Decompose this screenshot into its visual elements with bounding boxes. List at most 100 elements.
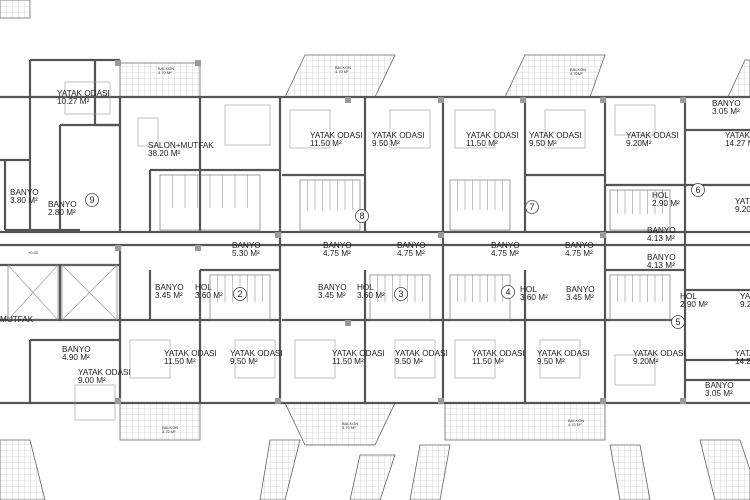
stair-number: 9 [89,195,94,205]
room-area: 4.70M² [570,71,583,76]
room-name: YATAK ODASI [372,131,425,140]
room-name: BALKON [335,65,351,70]
room-area: 5.30 M² [232,249,260,258]
room-area: 3.60 M² [195,291,223,300]
bed [289,109,331,149]
column [345,97,351,103]
bed [64,81,111,115]
room-name: HOL [195,283,212,292]
elevator-shaft [61,264,118,321]
stair-number: 4 [505,287,510,297]
room-name: BALKON [570,67,586,72]
balcony-outline [349,454,396,500]
room-name: BANYO [323,241,352,250]
stair-number-circle [501,285,515,299]
elevator-shaft [7,264,59,321]
stair-number-circle [355,209,369,223]
column [115,60,121,66]
room-area: 14.27 M [735,357,750,366]
bed [454,109,496,149]
room-name: HOL [652,191,669,200]
column [600,398,606,404]
room-area: 2.90 M² [652,199,680,208]
stair-number-circle [671,315,685,329]
stair-number-circle [525,200,539,214]
room-area: 11.50 M² [310,139,342,148]
room-name: YAT [735,197,750,206]
room-name: YATAK ODASI [466,131,519,140]
column [275,398,281,404]
room-area: 3.60 M² [520,293,548,302]
room-name: YATAK ODASI [332,349,385,358]
room-area: 4.70 M² [342,425,356,430]
column [438,398,444,404]
room-name: BANYO [62,345,91,354]
room-name: BANYO [10,188,39,197]
room-area: 4.75 M² [565,249,593,258]
stair-number-circle [691,183,705,197]
room-name: YATAK ODASI [57,89,110,98]
stair-number: 6 [695,185,700,195]
bed [454,339,496,379]
walls [0,58,750,405]
room-area: 4.75 M² [397,249,425,258]
column [680,97,686,103]
room-area: 3.45 M² [155,291,183,300]
column [680,398,686,404]
stair-number: 7 [529,202,534,212]
room-area: 3.45 M² [318,291,346,300]
room-area: 9.50 M² [230,357,258,366]
room-name: YATAK [735,349,750,358]
sofa [224,104,271,146]
bed [129,339,171,379]
bed [539,339,581,379]
column [195,60,201,66]
room-name: YATAK ODASI [78,368,131,377]
room-area: 3.60 M² [357,291,385,300]
balcony-outline [699,439,750,500]
balcony-outline [0,439,46,500]
room-area: 4.70 M² [335,69,349,74]
room-area: 9.50 M² [529,139,557,148]
room-area: 9.20 [740,300,750,309]
room-area: 10.27 M² [57,97,90,106]
room-name: HOL [520,285,537,294]
bed [234,339,276,379]
bed [544,109,586,149]
room-name: YATAK ODASI [626,131,679,140]
room-area: 3.70 M² [162,429,176,434]
room-area: 9.50 M² [395,357,423,366]
room-area: 9.20M² [633,357,659,366]
room-name: YATAK ODASI [725,131,750,140]
room-name: BANYO [647,226,676,235]
room-area: 11.50 M² [332,357,364,366]
room-name: YATAK ODASI [529,131,582,140]
balcony-outline [609,444,651,500]
dining-table [137,117,159,147]
room-name: YATAK ODASI [472,349,525,358]
bed [614,104,656,136]
room-name: HOL [357,283,374,292]
column [115,245,121,251]
room-name: BANYO [491,241,520,250]
room-area: 11.50 M² [466,139,498,148]
room-name: BANYO [705,381,734,390]
room-area: 9.20 [735,205,750,214]
stair-number: 5 [675,317,680,327]
room-area: 11.50 M² [164,357,196,366]
room-area: 3.05 M² [705,389,733,398]
room-area: 3.45 M² [566,293,594,302]
stair-number: 3 [398,289,403,299]
bed [74,384,116,421]
column [275,232,281,238]
room-name: BALKON [568,418,584,423]
bed [389,109,431,149]
room-area: 3.05 M² [712,107,740,116]
bed [614,354,656,386]
column [345,320,351,326]
room-area: 4.75 M² [491,249,519,258]
bed [294,339,336,379]
column [438,232,444,238]
